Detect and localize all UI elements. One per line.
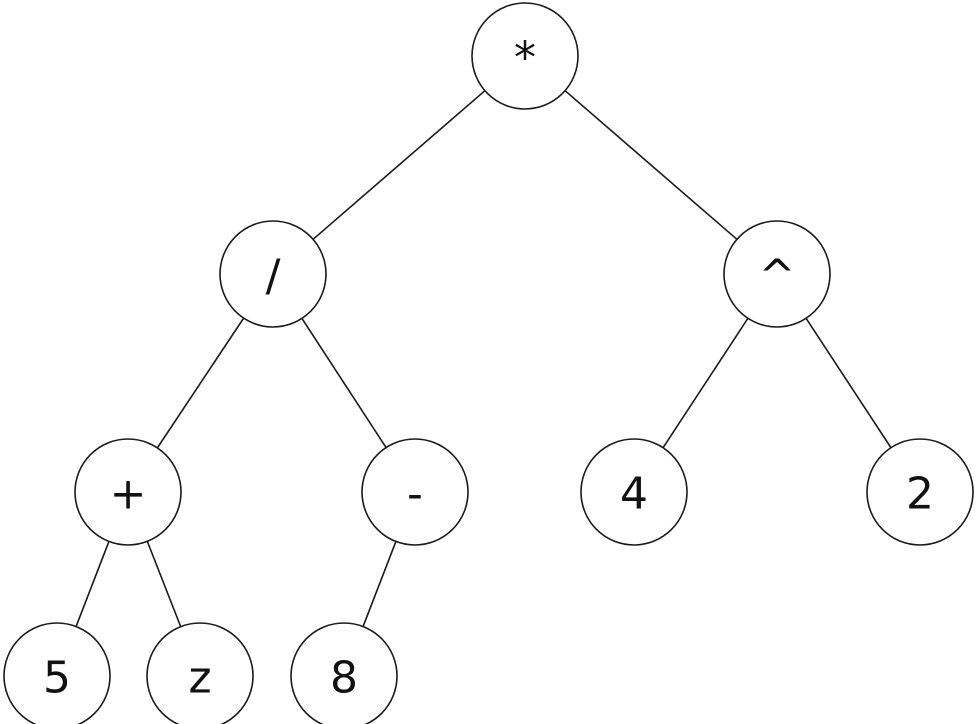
node-label: z	[188, 653, 211, 704]
node-label: -	[407, 469, 423, 520]
node-multiply: *	[471, 2, 579, 110]
edge-div-plus	[156, 317, 245, 449]
node-circle	[361, 438, 469, 546]
node-2: 2	[866, 438, 974, 546]
node-circle	[866, 438, 974, 546]
node-z: z	[146, 622, 254, 724]
node-circle	[723, 220, 831, 328]
node-circle	[580, 438, 688, 546]
edge-pow-two	[805, 317, 892, 449]
tree-edges	[75, 90, 892, 627]
node-circle	[74, 438, 182, 546]
node-minus: -	[361, 438, 469, 546]
node-label: +	[110, 469, 147, 520]
node-divide: /	[219, 220, 327, 328]
node-5: 5	[3, 622, 111, 724]
node-circle	[219, 220, 327, 328]
edge-minus-eight	[362, 541, 397, 627]
edge-plus-z	[146, 541, 182, 627]
node-circle	[471, 2, 579, 110]
edge-root-pow	[564, 90, 738, 240]
node-label: 5	[43, 653, 71, 704]
node-plus: +	[74, 438, 182, 546]
node-label: 2	[906, 469, 934, 520]
edge-pow-four	[662, 317, 749, 449]
node-circle	[146, 622, 254, 724]
node-label: *	[514, 33, 536, 84]
node-power: ^	[723, 220, 831, 328]
node-4: 4	[580, 438, 688, 546]
edge-div-minus	[301, 317, 387, 449]
edge-plus-five	[75, 541, 110, 627]
edge-root-div	[312, 90, 486, 240]
node-circle	[290, 622, 398, 724]
node-label: /	[266, 251, 281, 302]
node-circle	[3, 622, 111, 724]
node-label: 4	[620, 469, 648, 520]
node-label: 8	[330, 653, 358, 704]
tree-nodes: * / ^ + - 4 2 5 z 8	[3, 2, 974, 724]
node-label: ^	[759, 251, 796, 302]
node-8: 8	[290, 622, 398, 724]
